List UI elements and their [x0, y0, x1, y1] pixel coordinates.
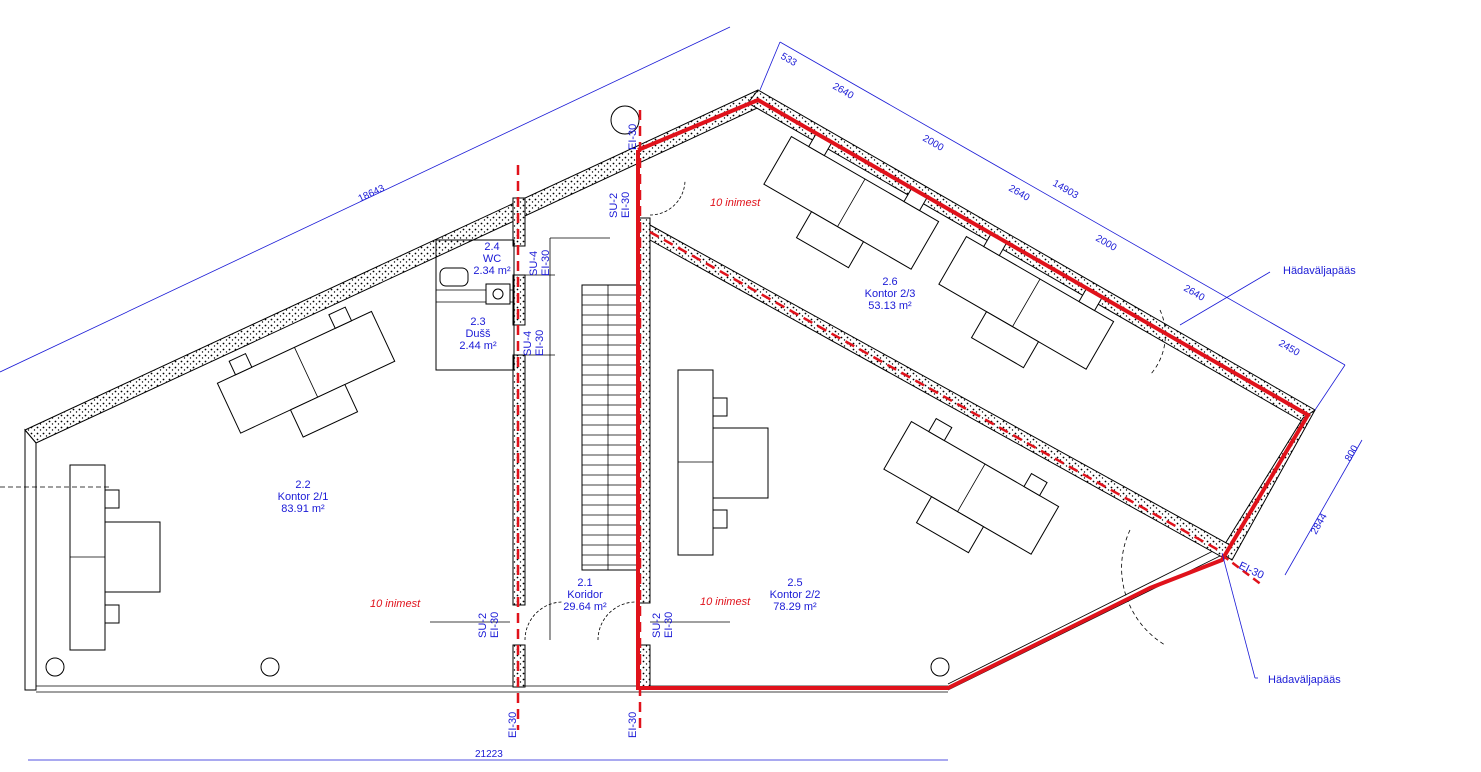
fire-rating-bottom-right: EI-30: [627, 712, 639, 738]
svg-text:2.6: 2.6: [882, 276, 897, 288]
svg-text:2.3: 2.3: [470, 316, 485, 328]
svg-text:2.4: 2.4: [484, 241, 499, 253]
dim-2000-b: 2000: [1094, 233, 1119, 254]
occupancy-label-2-6: 10 inimest: [710, 197, 761, 209]
desk-group-2-2-vertical: [677, 369, 769, 556]
ei-rating-shower: EI-30: [534, 330, 546, 356]
svg-text:2.1: 2.1: [577, 577, 592, 589]
desk-group-2-1-lower: [69, 464, 161, 651]
room-label-2-3: 2.3 Dušš 2.44 m²: [459, 316, 497, 352]
room-label-2-6: 2.6 Kontor 2/3 53.13 m²: [865, 276, 916, 312]
svg-text:2.5: 2.5: [787, 577, 802, 589]
ei-rating-wc: EI-30: [540, 250, 552, 276]
dim-2640-c: 2640: [1182, 283, 1207, 304]
dim-2844: 2844: [1309, 511, 1330, 536]
interior-walls: [435, 197, 1231, 688]
desk-group-2-2-angled: [883, 417, 1060, 555]
dim-533: 533: [779, 51, 799, 69]
svg-text:WC: WC: [483, 253, 501, 265]
svg-text:83.91 m²: 83.91 m²: [281, 503, 325, 515]
room-label-2-4: 2.4 WC 2.34 m²: [473, 241, 511, 277]
dim-bottom: 21223: [475, 749, 503, 760]
ei-rating-corridor-left: EI-30: [489, 612, 501, 638]
room-label-2-1: 2.1 Koridor 29.64 m²: [563, 577, 607, 613]
dim-2000-a: 2000: [921, 133, 946, 154]
emergency-exit-label-upper: Hädaväljapääs: [1283, 265, 1356, 277]
dim-right-total: 14903: [1051, 178, 1081, 202]
svg-text:2.34 m²: 2.34 m²: [473, 265, 511, 277]
svg-text:Kontor 2/2: Kontor 2/2: [770, 589, 821, 601]
dim-top-diagonal: 18643: [357, 183, 387, 205]
emergency-exit-label-lower: Hädaväljapääs: [1268, 674, 1341, 686]
desk-group-2-3-right: [938, 232, 1115, 370]
door-swings: [524, 105, 1166, 646]
svg-text:2.44 m²: 2.44 m²: [459, 340, 497, 352]
su-rating-corridor-left: SU-2: [477, 613, 489, 638]
dimension-lines: [0, 26, 1363, 761]
room-label-2-5: 2.5 Kontor 2/2 78.29 m²: [770, 577, 821, 613]
su-rating-corridor-right: SU-2: [651, 613, 663, 638]
desk-group-2-3-left: [763, 132, 940, 270]
occupancy-label-2-2: 10 inimest: [370, 598, 421, 610]
ei-rating-stair-top: EI-30: [620, 192, 632, 218]
svg-text:Kontor 2/3: Kontor 2/3: [865, 288, 916, 300]
fire-rating-bottom-left: EI-30: [507, 712, 519, 738]
fire-compartment-boundary: [516, 97, 1311, 730]
dim-2640-a: 2640: [831, 81, 856, 102]
wc-fixtures: [439, 267, 511, 305]
su-rating-wc: SU-4: [528, 251, 540, 276]
ei-rating-corridor-right: EI-30: [663, 612, 675, 638]
staircase: [581, 284, 639, 571]
evacuation-paths: [0, 237, 730, 640]
svg-text:2.2: 2.2: [295, 479, 310, 491]
svg-text:78.29 m²: 78.29 m²: [773, 601, 817, 613]
floor-drains: [45, 657, 950, 677]
svg-text:Dušš: Dušš: [465, 328, 491, 340]
su-rating-shower: SU-4: [522, 331, 534, 356]
desk-group-2-1-upper: [216, 306, 396, 438]
dim-2640-b: 2640: [1007, 183, 1032, 204]
fire-rating-top: EI-30: [627, 124, 639, 150]
svg-text:Koridor: Koridor: [567, 589, 603, 601]
fire-rating-corner: EI-30: [1237, 560, 1266, 582]
svg-text:29.64 m²: 29.64 m²: [563, 601, 607, 613]
room-label-2-2: 2.2 Kontor 2/1 83.91 m²: [278, 479, 329, 515]
occupancy-label-2-5: 10 inimest: [700, 596, 751, 608]
dim-2450: 2450: [1277, 338, 1302, 359]
svg-text:53.13 m²: 53.13 m²: [868, 300, 912, 312]
su-rating-stair-top: SU-2: [608, 193, 620, 218]
svg-text:Kontor 2/1: Kontor 2/1: [278, 491, 329, 503]
